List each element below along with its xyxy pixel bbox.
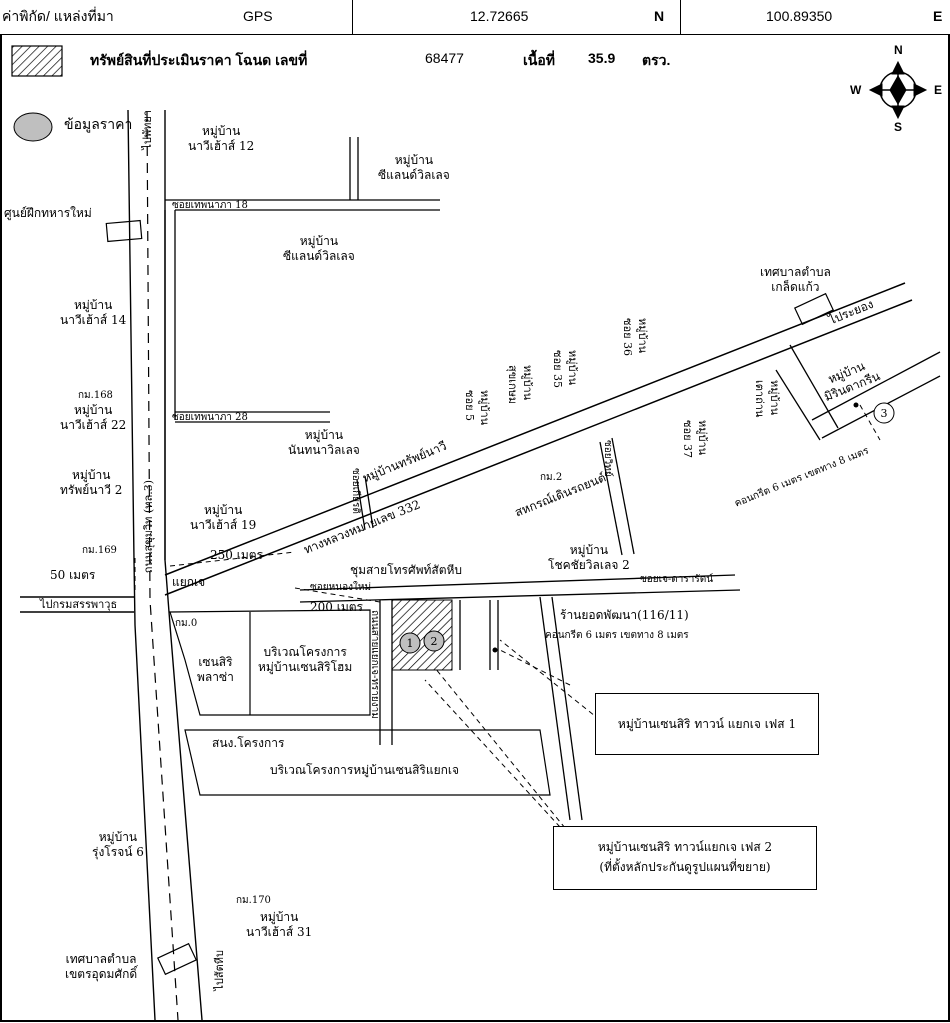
compass-n: N [894,43,903,57]
callout-phase1-text: หมู่บ้านเซนสิริ ทาวน์ แยกเจ เฟส 1 [617,717,797,731]
label-municipality-kled: เทศบาลตำบล เกล็ดแก้ว [760,265,831,294]
label-yaekj-area: บริเวณโครงการหมู่บ้านเซนสิริแยกเจ [270,763,460,777]
marker-2-label: 2 [431,635,438,648]
label-sealand-2: หมู่บ้าน ซีแลนด์วิลเลจ [283,234,355,263]
label-soi-nongmai: ซอยหนองใหม่ [310,582,372,593]
area-value: 35.9 [588,50,616,66]
label-soi37: หมู่บ้าน ซอย 37 [681,420,709,459]
label-training-center: ศูนย์ฝึกทหารใหม่ [4,206,92,220]
comparable-marker-3 [873,402,895,424]
label-rungroj: หมู่บ้าน รุ่งโรจน์ 6 [92,830,144,859]
label-nanthana: หมู่บ้าน นันทนาวิลเลจ [288,428,360,457]
label-yaek-j: แยกเจ [172,575,206,589]
latitude-direction: N [654,8,665,24]
map-frame [0,34,950,1022]
compass-w: W [850,83,862,97]
area-unit: ตรว. [642,52,671,68]
label-soi35: หมู่บ้าน ซอย 35 [551,350,579,389]
comparable-markers [399,402,895,654]
deed-number: 68477 [425,50,464,66]
comparable-marker-2 [423,630,445,652]
label-km170: กม.170 [236,895,271,906]
callout-phase2: หมู่บ้านเซนสิริ ทาวน์แยกเจ เฟส 2 (ที่ตั้… [553,826,817,890]
label-sensiri-plaza: เซนสิริ พลาซ่า [197,655,234,684]
label-soi-wit: ซอยวิทย์ [602,440,613,477]
label-to-pattaya: ไปพัทยา [141,110,154,150]
coordinate-label: ค่าพิกัด/ แหล่งที่มา [2,8,114,24]
callout-phase2-line2: (ที่ตั้งหลักประกันดูรูปแผนที่ขยาย) [599,860,771,874]
label-municipality-khet: เทศบาลตำบล เขตรอุดมศักดิ์ [65,952,138,981]
label-km169: กม.169 [82,545,117,556]
label-to-sattahip: ไปสัตหีบ [213,950,226,991]
label-sensiri-project: บริเวณโครงการ หมู่บ้านเซนสิริโฮม [258,645,353,674]
comparable-marker-swatch [13,112,53,142]
label-soi28: ซอยเทพนาภา 28 [172,412,248,423]
label-soi18: ซอยเทพนาภา 18 [172,200,248,211]
label-soi-kiat: ซอยเกียรติ [350,468,361,514]
label-sukhumvit: ถนนสุขุมวิท (ทล.3) [142,480,155,574]
label-navy31: หมู่บ้าน นาวีเฮ้าส์ 31 [246,910,313,939]
label-sealand-1: หมู่บ้าน ซีแลนด์วิลเลจ [378,153,450,182]
label-soi-dararat: ซอยเจ-ดารารัตน์ [640,574,714,585]
building-icons [105,219,835,976]
label-navy14: หมู่บ้าน นาวีเฮ้าส์ 14 [60,298,127,327]
longitude-value: 100.89350 [766,8,833,24]
coordinate-header: ค่าพิกัด/ แหล่งที่มา GPS 12.72665 N 100.… [0,0,948,35]
label-sukkhasem: หมู่บ้าน สุขเกษม [506,365,534,405]
compass-e: E [934,83,943,97]
label-road-spec-main: คอนกรีต 6 เมตร เขตทาง 8 เมตร [545,630,689,641]
label-navy22: หมู่บ้าน นาวีเฮ้าส์ 22 [60,403,127,432]
label-dist-200: 200 เมตร [310,600,363,614]
compass-s: S [894,120,903,134]
label-project-office: สนง.โครงการ [212,736,285,750]
label-to-krom: ไปกรมสรรพาวุธ [40,598,118,611]
coordinate-source: GPS [243,8,273,24]
label-sapnavy2: หมู่บ้าน ทรัพย์นาวี 2 [60,468,123,497]
callout-phase2-line1: หมู่บ้านเซนสิริ ทาวน์แยกเจ เฟส 2 [597,840,773,854]
label-soi5: หมู่บ้าน ซอย 5 [463,390,491,426]
label-navy19: หมู่บ้าน นาวีเฮ้าส์ 19 [190,503,257,532]
label-chokchai: หมู่บ้าน โชคชัยวิลเลจ 2 [548,543,630,572]
subject-hatch-swatch [11,45,63,77]
label-shop: ร้านยอดพัฒนา(116/11) [560,608,689,622]
label-navy12: หมู่บ้าน นาวีเฮ้าส์ 12 [188,124,255,153]
label-phone-exchange: ชุมสายโทรศัพท์สัตหีบ [350,563,463,577]
comparable-marker-1 [399,632,421,654]
longitude-direction: E [933,8,943,24]
latitude-value: 12.72665 [470,8,529,24]
label-km168: กม.168 [78,390,113,401]
subject-legend-label: ทรัพย์สินที่ประเมินราคา โฉนด เลขที่ [90,52,308,68]
callout-phase1: หมู่บ้านเซนสิริ ทาวน์ แยกเจ เฟส 1 [595,693,819,755]
label-tao: หมู่บ้าน เตาถ่าน [753,380,781,418]
marker-1-label: 1 [407,637,414,650]
comparable-legend-label: ข้อมูลราคา [64,117,133,133]
label-km2: กม.2 [540,472,563,483]
label-soi36: หมู่บ้าน ซอย 36 [621,318,649,357]
compass-rose-icon [868,60,928,120]
label-dist-50: 50 เมตร [50,568,96,582]
label-km0: กม.0 [175,618,198,629]
subject-property-plot [391,599,453,671]
area-label: เนื้อที่ [523,52,555,68]
label-road-yaekj: ถนนสายแยกเจ-ทรายงาม [369,610,380,719]
marker-3-label: 3 [881,407,888,420]
label-dist-250: 250 เมตร [210,548,263,562]
